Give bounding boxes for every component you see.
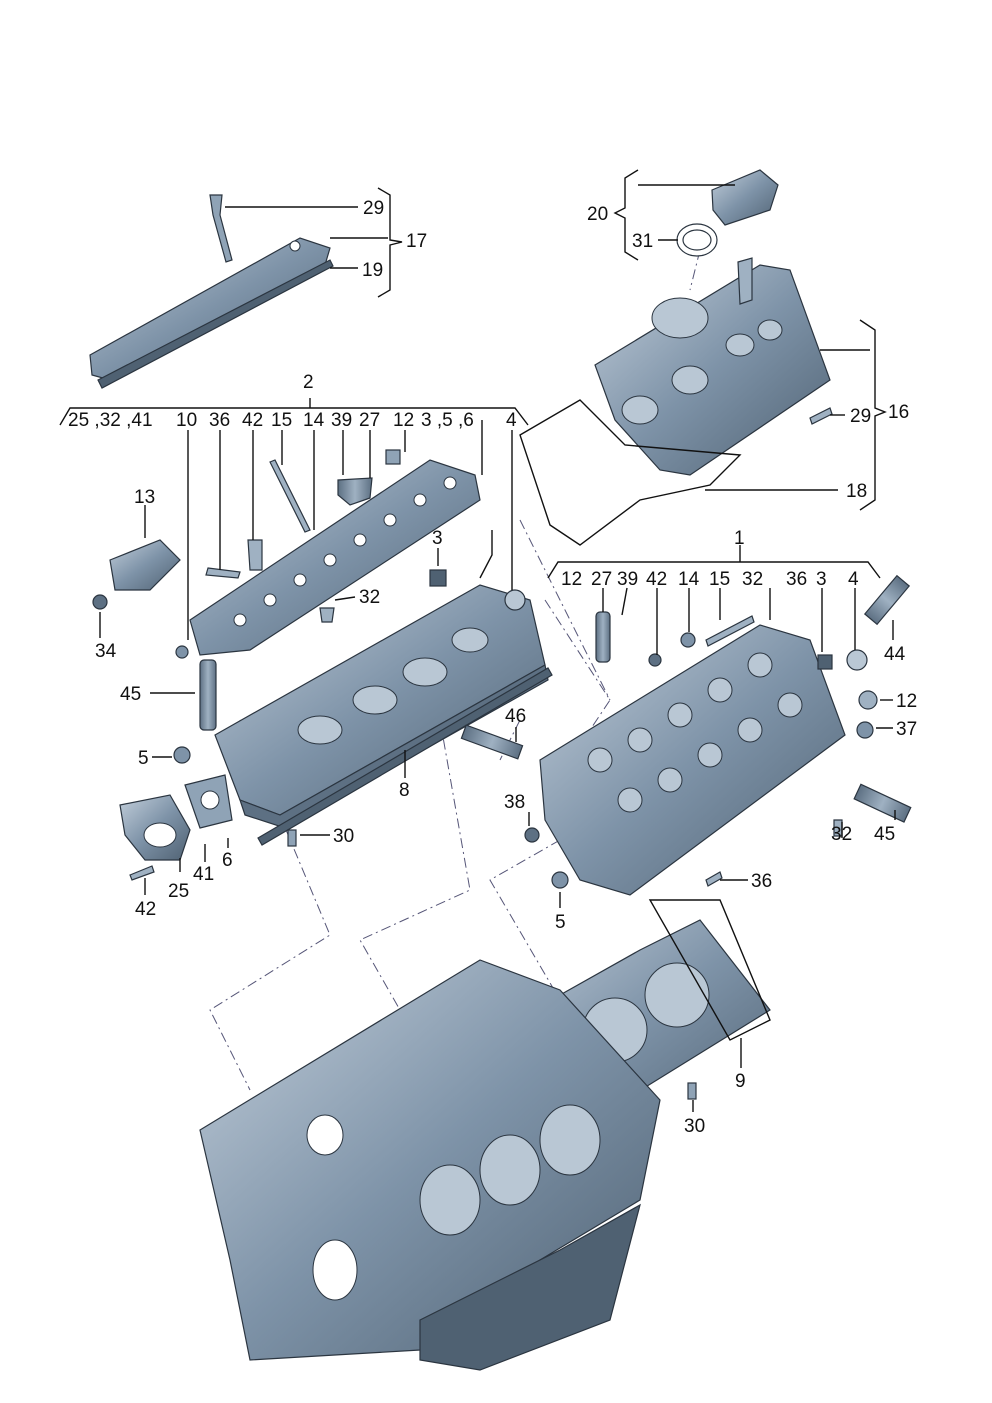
engine-block <box>199 959 661 1371</box>
callout-6: 6 <box>222 850 233 871</box>
callout-44: 44 <box>884 644 906 665</box>
callout-25: 25 <box>168 881 189 902</box>
callout-14-top: 14 <box>303 410 325 431</box>
leader-lines <box>59 169 896 1112</box>
small-parts-left <box>92 449 526 881</box>
callout-45-right: 45 <box>874 824 895 845</box>
callout-36-right: 36 <box>751 871 772 892</box>
callout-31: 31 <box>632 231 653 252</box>
cover-strip <box>89 194 334 389</box>
callout-15-top: 15 <box>271 410 292 431</box>
callout-3-5-6: 3 ,5 ,6 <box>421 410 474 431</box>
callout-16: 16 <box>888 402 909 423</box>
callout-34: 34 <box>95 641 117 662</box>
callout-32-mid: 32 <box>359 587 380 608</box>
callout-25-32-41: 25 ,32 ,41 <box>68 410 153 431</box>
callout-36-top: 36 <box>209 410 230 431</box>
callout-1: 1 <box>734 528 745 549</box>
callout-42-top: 42 <box>242 410 263 431</box>
callout-12-top: 12 <box>393 410 414 431</box>
callout-18: 18 <box>846 481 867 502</box>
callout-17: 17 <box>406 231 427 252</box>
callout-10: 10 <box>176 410 197 431</box>
callout-41: 41 <box>193 864 214 885</box>
callout-46: 46 <box>505 706 526 727</box>
left-valve-cover <box>189 459 481 656</box>
callout-4-top: 4 <box>506 410 517 431</box>
callout-4-right: 4 <box>848 569 859 590</box>
callout-5-right: 5 <box>555 912 566 933</box>
right-valve-cover <box>519 169 831 546</box>
callout-19: 19 <box>362 260 383 281</box>
callout-12-right: 12 <box>896 691 917 712</box>
callout-42-left: 42 <box>135 899 156 920</box>
callout-29-right: 29 <box>850 406 871 427</box>
callout-15-right: 15 <box>709 569 730 590</box>
callout-labels: 29 17 19 20 31 29 16 18 2 25 ,32 ,41 10 … <box>68 198 917 1137</box>
callout-9: 9 <box>735 1071 746 1092</box>
callout-13: 13 <box>134 487 155 508</box>
callout-27-top: 27 <box>359 410 380 431</box>
callout-45-left: 45 <box>120 684 141 705</box>
callout-38: 38 <box>504 792 525 813</box>
callout-29-top: 29 <box>363 198 384 219</box>
callout-42-right: 42 <box>646 569 667 590</box>
small-parts-right <box>524 407 912 1100</box>
callout-39-right: 39 <box>617 569 638 590</box>
callout-20: 20 <box>587 204 608 225</box>
callout-30-left: 30 <box>333 826 354 847</box>
callout-32-right: 32 <box>831 824 852 845</box>
callout-8: 8 <box>399 780 410 801</box>
callout-30-right: 30 <box>684 1116 705 1137</box>
callout-12-right-top: 12 <box>561 569 582 590</box>
callout-27-right: 27 <box>591 569 612 590</box>
callout-5-left: 5 <box>138 748 149 769</box>
bracket-13 <box>109 539 181 591</box>
right-cylinder-head <box>539 624 846 896</box>
callout-2: 2 <box>303 372 314 393</box>
callout-36-right-top: 36 <box>786 569 807 590</box>
callout-3-right: 3 <box>816 569 827 590</box>
coolant-flange <box>119 774 233 861</box>
callout-32-right-top: 32 <box>742 569 763 590</box>
callout-14-right: 14 <box>678 569 700 590</box>
callout-37: 37 <box>896 719 917 740</box>
callout-39-top: 39 <box>331 410 352 431</box>
callout-3-mid: 3 <box>432 528 443 549</box>
